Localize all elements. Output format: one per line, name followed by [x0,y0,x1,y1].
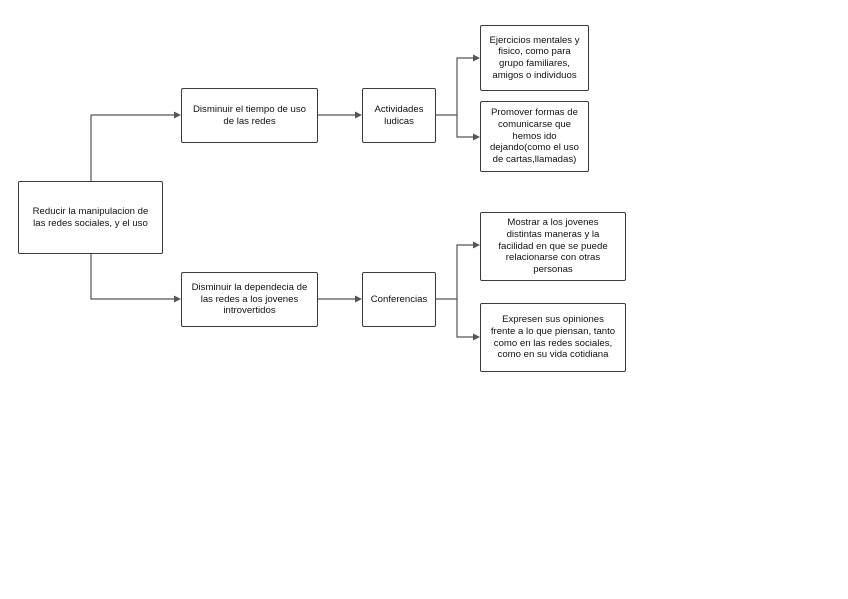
leaf-node-show-ways: Mostrar a los jovenes distintas maneras … [480,212,626,281]
arrowhead-root-b2 [174,295,181,303]
root-node: Reducir la manipulacion de las redes soc… [18,181,163,254]
arrowhead-root-b1 [174,111,181,119]
branch-node-time: Disminuir el tiempo de uso de las redes [181,88,318,143]
arrowhead-m2-l3 [473,241,480,249]
connector-m2-l3 [436,244,473,300]
arrowhead-m1-l2 [473,133,480,141]
connector-root-b2 [90,254,174,300]
leaf-node-exercises: Ejercicios mentales y fisico, como para … [480,25,589,91]
connector-root-b1 [90,114,174,181]
branch-node-dependency: Disminuir la dependecia de las redes a l… [181,272,318,327]
leaf-node-express-opinions: Expresen sus opiniones frente a lo que p… [480,303,626,372]
mid-node-conferences: Conferencias [362,272,436,327]
mid-node-activities: Actividades ludicas [362,88,436,143]
leaf-node-communication: Promover formas de comunicarse que hemos… [480,101,589,172]
arrowhead-m2-l4 [473,333,480,341]
arrowhead-m1-l1 [473,54,480,62]
arrowhead-b2-m2 [355,295,362,303]
connector-m1-l2 [456,115,473,138]
connector-m2-l4 [456,299,473,338]
connector-m1-l1 [436,57,473,116]
arrowhead-b1-m1 [355,111,362,119]
